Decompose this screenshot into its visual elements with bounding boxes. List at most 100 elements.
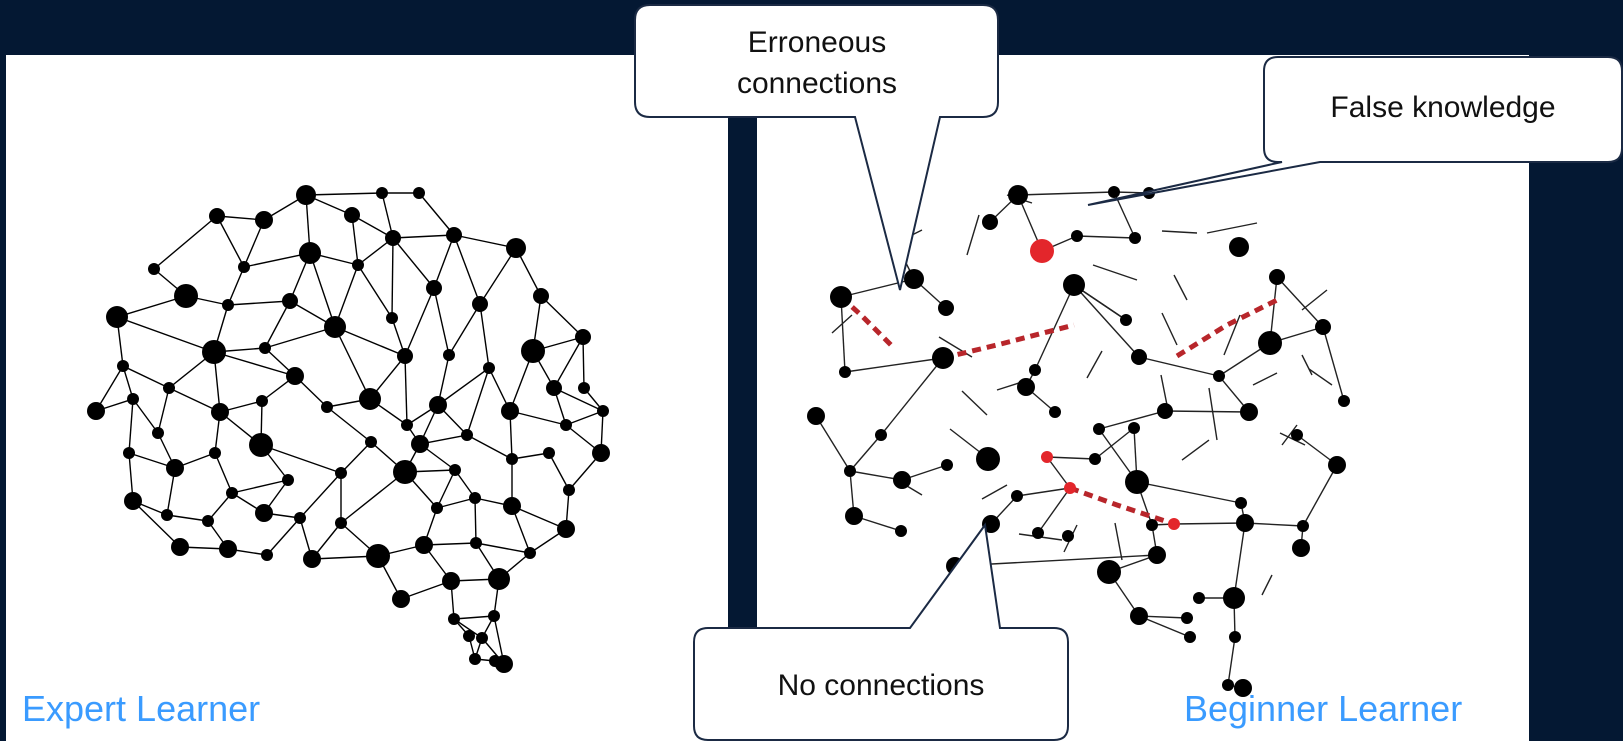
beginner-dangling-link (1301, 289, 1328, 311)
expert-node (152, 427, 164, 439)
expert-node (563, 484, 575, 496)
beginner-node (1093, 423, 1105, 435)
expert-node (117, 360, 129, 372)
expert-learner-label: Expert Learner (22, 688, 261, 729)
expert-link (157, 387, 170, 434)
beginner-node (1297, 520, 1309, 532)
expert-link (474, 497, 477, 544)
expert-node (366, 544, 390, 568)
false-knowledge-node (1030, 239, 1054, 263)
beginner-node (1120, 314, 1132, 326)
beginner-node (1146, 519, 1158, 531)
expert-node (429, 396, 447, 414)
expert-link (582, 336, 585, 389)
expert-link (437, 367, 490, 406)
expert-node (106, 306, 128, 328)
expert-link (540, 295, 584, 338)
beginner-dangling-link (1160, 374, 1168, 406)
expert-link (391, 237, 394, 319)
expert-link (227, 300, 291, 306)
expert-link (511, 505, 567, 530)
beginner-node (1328, 456, 1346, 474)
beginner-dangling-link (981, 484, 1008, 500)
expert-link (479, 247, 517, 305)
beginner-link (1136, 481, 1242, 504)
beginner-dangling-link (961, 390, 988, 416)
expert-node (495, 655, 513, 673)
expert-node (578, 382, 590, 394)
beginner-link (1138, 356, 1220, 377)
expert-node (488, 610, 500, 622)
expert-link (436, 469, 456, 509)
expert-brain-network (87, 185, 610, 673)
expert-node (335, 467, 347, 479)
expert-node (446, 227, 462, 243)
erroneous-connection-link (942, 322, 1075, 361)
beginner-link (849, 434, 882, 472)
expert-node (226, 487, 238, 499)
expert-link (436, 497, 476, 509)
beginner-node (1131, 349, 1147, 365)
beginner-dangling-link (1301, 354, 1313, 376)
beginner-link (1094, 427, 1135, 460)
expert-link (213, 351, 296, 377)
expert-link (168, 387, 221, 413)
expert-link (433, 234, 455, 289)
beginner-node (893, 471, 911, 489)
expert-node (124, 492, 142, 510)
beginner-node (1108, 186, 1120, 198)
beginner-dangling-link (1092, 264, 1138, 281)
beginner-link (1016, 487, 1071, 497)
beginner-node (1129, 232, 1141, 244)
erroneous-connection-link (1069, 485, 1175, 527)
beginner-link (1164, 410, 1250, 413)
expert-link (334, 264, 359, 328)
no-connections-callout-bubble (693, 522, 1069, 741)
expert-node (166, 459, 184, 477)
expert-link (334, 326, 406, 357)
beginner-node (1234, 679, 1252, 697)
false-knowledge-node (1064, 482, 1076, 494)
expert-node (443, 349, 455, 361)
beginner-node (1315, 319, 1331, 335)
beginner-link (815, 415, 851, 472)
expert-node (469, 653, 481, 665)
expert-link (404, 287, 435, 357)
expert-node (393, 460, 417, 484)
expert-link (453, 234, 517, 249)
expert-link (153, 215, 218, 270)
beginner-node (1193, 592, 1205, 604)
expert-node (575, 329, 591, 345)
expert-link (266, 517, 301, 556)
expert-link (340, 471, 406, 524)
beginner-node (807, 407, 825, 425)
expert-node (524, 547, 536, 559)
expert-node (261, 549, 273, 561)
erroneous-connection-link (1175, 297, 1279, 359)
expert-node (202, 340, 226, 364)
expert-node (483, 362, 495, 374)
beginner-node (904, 269, 924, 289)
expert-link (305, 192, 383, 196)
expert-node (344, 207, 360, 223)
false-knowledge-callout-text: False knowledge (1330, 91, 1555, 124)
expert-node (148, 263, 160, 275)
expert-node (222, 299, 234, 311)
expert-node (546, 380, 562, 396)
expert-node (442, 572, 460, 590)
beginner-dangling-link (949, 428, 982, 454)
expert-node (365, 436, 377, 448)
beginner-dangling-link (1173, 274, 1188, 301)
beginner-link (1017, 191, 1115, 196)
beginner-dangling-link (1161, 312, 1178, 346)
expert-link (340, 441, 372, 474)
beginner-node (1125, 470, 1149, 494)
expert-node (386, 312, 398, 324)
expert-node (401, 419, 413, 431)
beginner-link (1276, 276, 1324, 328)
expert-node (469, 492, 481, 504)
expert-link (264, 300, 291, 349)
beginner-dangling-link (831, 314, 853, 334)
